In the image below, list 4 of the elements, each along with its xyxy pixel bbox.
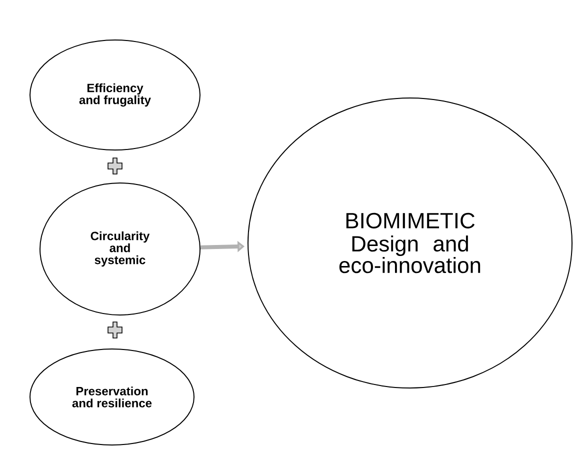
ellipse-node: Efficiency and frugality bbox=[30, 40, 200, 150]
ellipse-node: Circularity and systemic bbox=[40, 182, 200, 316]
ellipse-node: BIOMIMETIC Design and eco-innovation bbox=[248, 98, 572, 388]
ellipse-node: Preservation and resilience bbox=[30, 348, 194, 446]
